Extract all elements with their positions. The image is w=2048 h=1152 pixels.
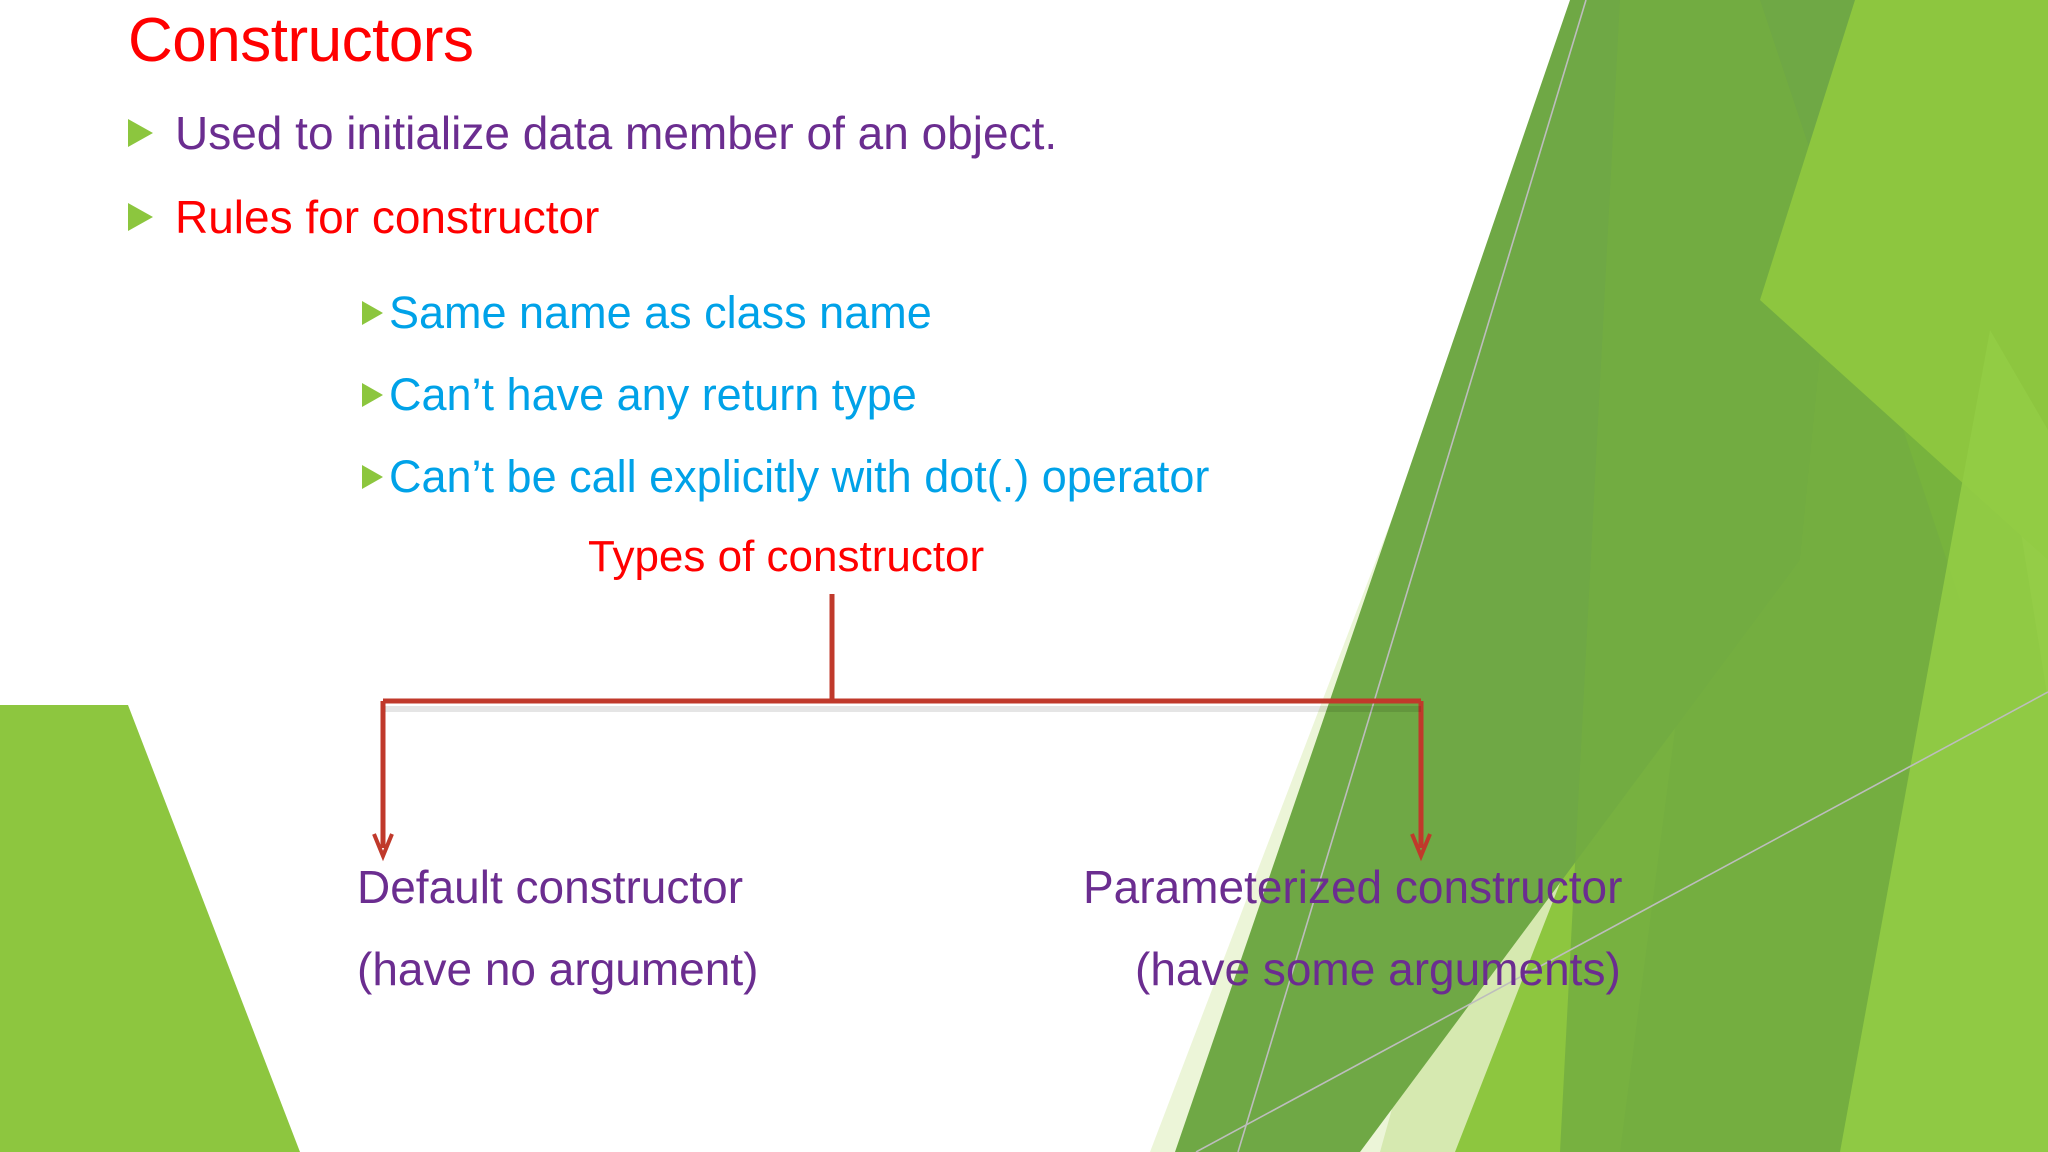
sub-bullet-item-same-name: Same name as class name: [362, 288, 932, 338]
triangle-bullet-icon: [362, 300, 383, 325]
deco-shape-right-light: [1730, 0, 2048, 1152]
bullet-item-used-to-initialize: Used to initialize data member of an obj…: [128, 108, 1057, 159]
sub-bullet-label: Can’t be call explicitly with dot(.) ope…: [389, 451, 1210, 502]
page-title: Constructors: [128, 6, 474, 75]
triangle-bullet-icon: [128, 203, 153, 232]
diagram-root-label: Types of constructor: [588, 532, 985, 581]
diagram-branch-title-default: Default constructor: [357, 861, 744, 913]
deco-shape-right-overlap: [1760, 0, 2048, 560]
bullet-item-rules-for-constructor: Rules for constructor: [128, 192, 599, 243]
sub-bullet-item-no-explicit-call: Can’t be call explicitly with dot(.) ope…: [362, 452, 1209, 502]
bullet-label: Rules for constructor: [175, 191, 600, 243]
diagram-branch-title-parameterized: Parameterized constructor: [1083, 861, 1623, 913]
sub-bullet-label: Can’t have any return type: [389, 369, 917, 420]
sub-bullet-item-no-return-type: Can’t have any return type: [362, 370, 917, 420]
arrowhead-right: [1410, 833, 1432, 862]
diagram-branch-subtitle-default: (have no argument): [357, 943, 759, 995]
deco-shape-right-tip: [1840, 330, 2048, 1152]
diagram-branch-subtitle-parameterized: (have some arguments): [1135, 943, 1621, 995]
sub-bullet-label: Same name as class name: [389, 287, 932, 338]
triangle-bullet-icon: [362, 464, 383, 489]
arrowhead-left: [372, 833, 394, 862]
deco-shape-right-mid: [1620, 0, 2048, 1152]
bullet-label: Used to initialize data member of an obj…: [175, 107, 1058, 159]
deco-shape-bottom-left: [0, 705, 300, 1152]
triangle-bullet-icon: [362, 382, 383, 407]
deco-hairline-b: [1195, 691, 2048, 1152]
triangle-bullet-icon: [128, 119, 153, 148]
